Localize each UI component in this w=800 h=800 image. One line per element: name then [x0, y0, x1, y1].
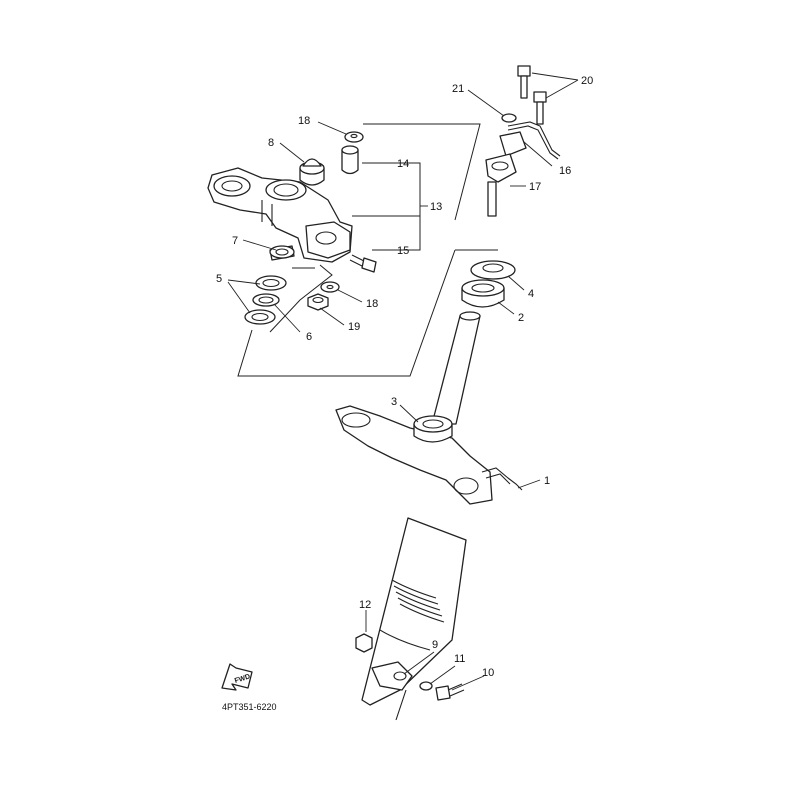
cap-nut-8: [299, 158, 325, 186]
forward-arrow-icon: FWD: [221, 663, 253, 691]
forward-label: FWD: [234, 673, 251, 685]
axle-holder-9: [371, 661, 413, 691]
label-part-12: 12: [359, 599, 371, 611]
label-part-15: 15: [397, 245, 409, 257]
steering-stem: [431, 311, 481, 425]
label-part-11: 11: [454, 653, 465, 665]
lock-washer-7: [269, 245, 295, 261]
bearing-2: [461, 279, 505, 308]
front-fork: [361, 517, 467, 721]
bolt-15: [349, 254, 377, 273]
washer-11: [419, 681, 433, 691]
washer-18-lower: [320, 281, 340, 293]
label-part-2: 2: [518, 312, 524, 324]
label-part-7: 7: [232, 235, 238, 247]
bolt-10: [435, 683, 465, 701]
washer-6: [252, 293, 280, 307]
label-part-17: 17: [529, 181, 541, 193]
ring-nut-5-lower: [244, 309, 276, 325]
label-part-10: 10: [482, 667, 494, 679]
leader-lines: [227, 72, 579, 691]
washer-18-upper: [344, 131, 364, 143]
nut-12: [355, 633, 373, 653]
bolt-20-left: [517, 65, 531, 99]
upper-bracket-13: [207, 167, 353, 263]
ring-nut-5-upper: [255, 275, 287, 291]
seal-4: [470, 260, 516, 280]
label-part-21: 21: [452, 83, 464, 95]
collar-14: [341, 145, 359, 175]
bolt-20-right: [533, 91, 547, 125]
label-part-18-lower: 18: [366, 298, 378, 310]
label-part-16: 16: [559, 165, 571, 177]
label-part-8: 8: [268, 137, 274, 149]
label-part-13: 13: [430, 201, 442, 213]
label-part-14: 14: [397, 158, 409, 170]
label-part-4: 4: [528, 288, 534, 300]
handlebar-holder-17: [485, 131, 527, 217]
label-part-5: 5: [216, 273, 222, 285]
label-part-1: 1: [544, 475, 550, 487]
label-part-19: 19: [348, 321, 360, 333]
washer-21: [501, 113, 517, 123]
label-part-9: 9: [432, 639, 438, 651]
label-part-18-upper: 18: [298, 115, 310, 127]
label-part-3: 3: [391, 396, 397, 408]
part-number-labels: 18 8 14 13 15 7 5 6 18 19 20 21 16 17 4 …: [216, 75, 593, 679]
under-bracket-1: [335, 405, 523, 505]
diagram-reference-code: 4PT351-6220: [222, 702, 277, 712]
cable-guide-16: [507, 121, 561, 160]
nut-19: [307, 293, 329, 311]
label-part-20: 20: [581, 75, 593, 87]
bearing-3: [413, 415, 453, 443]
label-part-6: 6: [306, 331, 312, 343]
